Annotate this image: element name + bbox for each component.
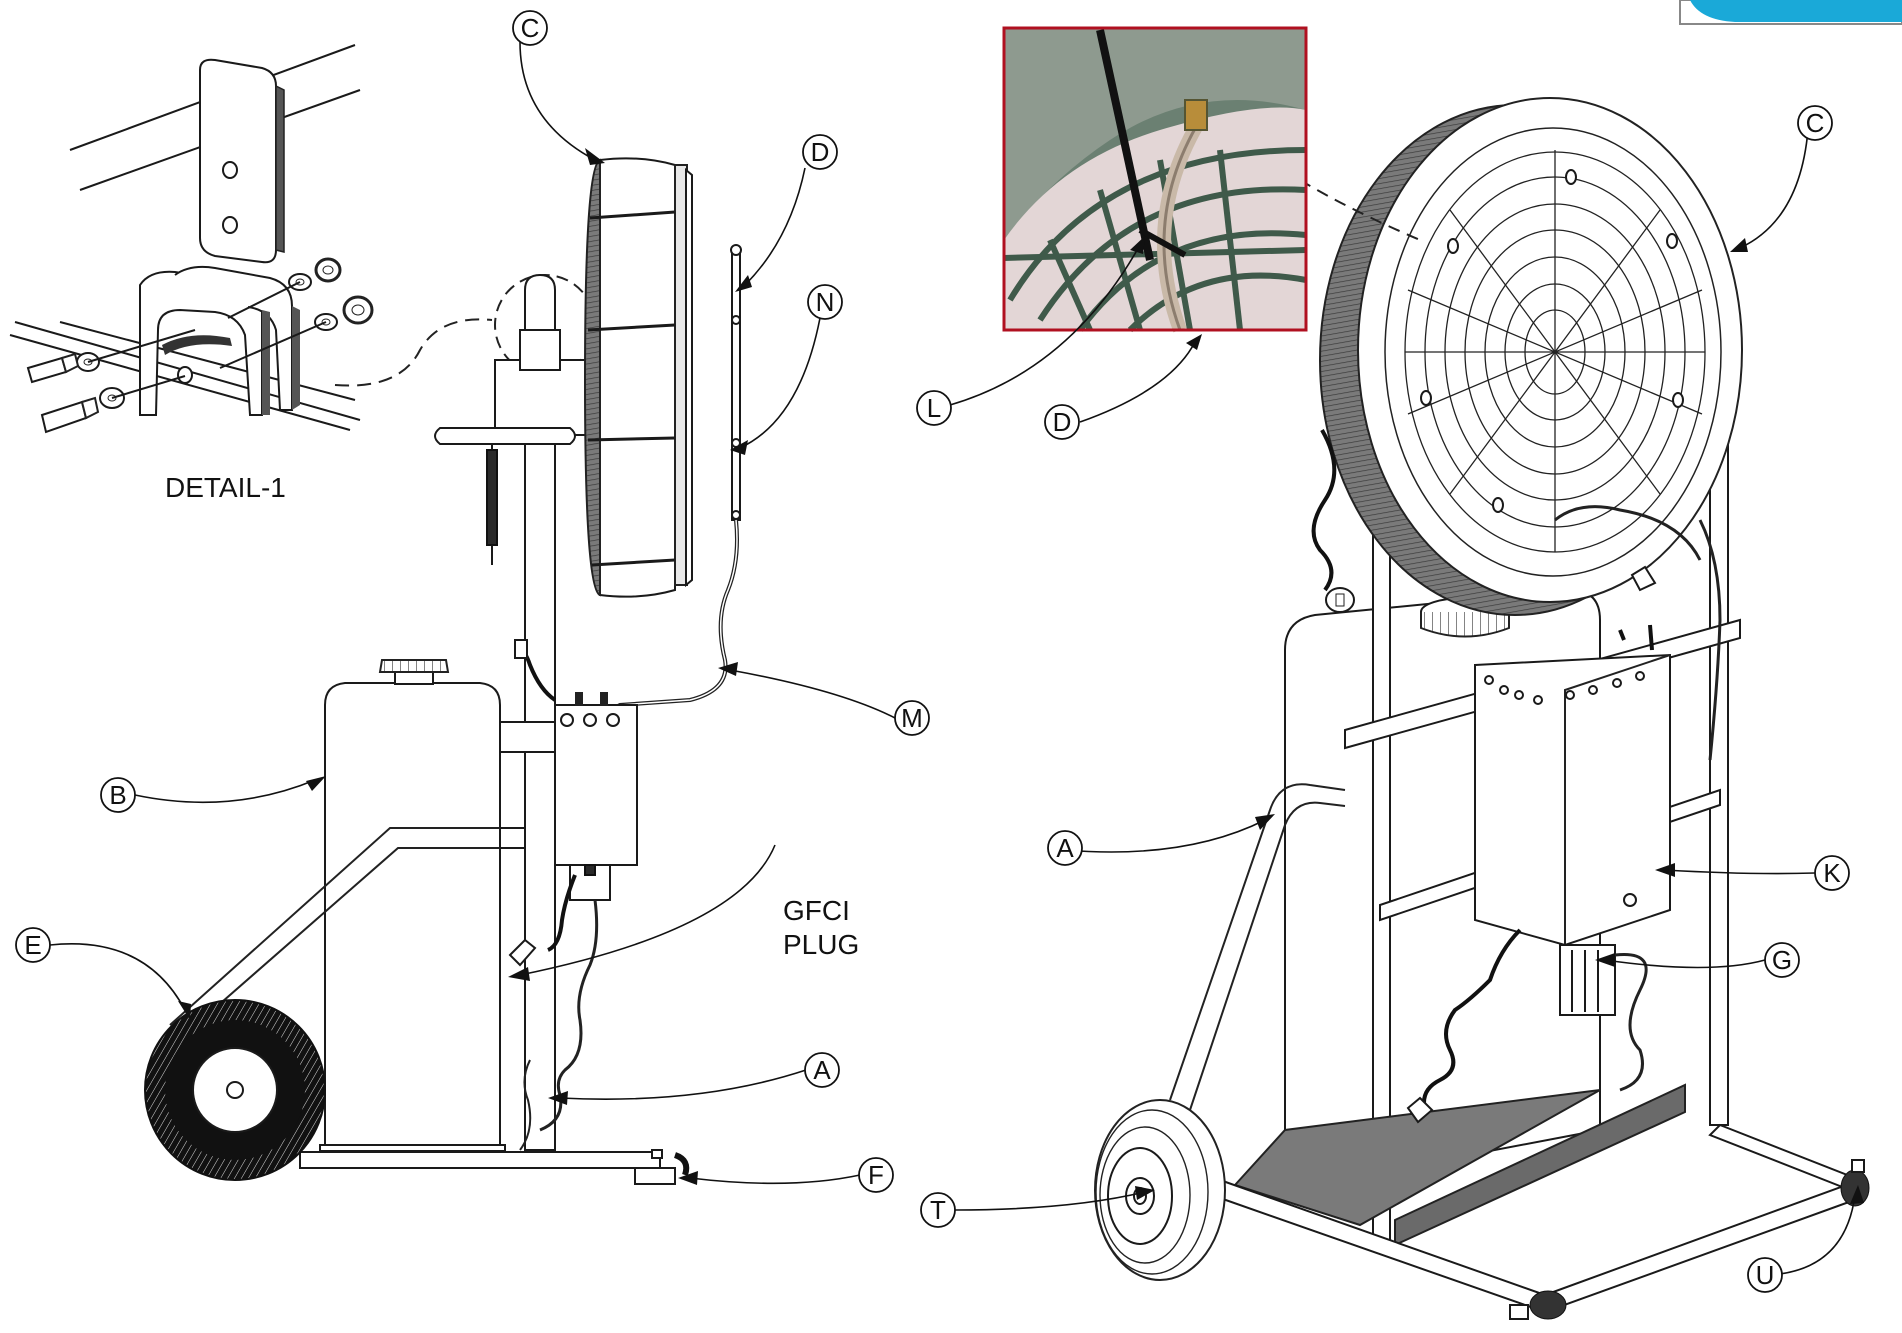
svg-text:M: M [901, 703, 923, 733]
svg-text:N: N [816, 287, 835, 317]
callout-D-right: D [1044, 404, 1080, 440]
svg-text:K: K [1823, 858, 1841, 888]
svg-text:U: U [1756, 1260, 1775, 1290]
callout-M-left: M [894, 700, 930, 736]
svg-text:T: T [930, 1195, 946, 1225]
callout-arrowheads [178, 148, 1864, 1204]
callout-E-left: E [15, 927, 51, 963]
callout-A-right: A [1047, 830, 1083, 866]
callout-U-right: U [1747, 1257, 1783, 1293]
svg-text:B: B [109, 780, 126, 810]
svg-text:D: D [811, 137, 830, 167]
gfci-label-line-2: PLUG [783, 929, 859, 960]
gfci-label-line-1: GFCI [783, 895, 850, 926]
callout-B-left: B [100, 777, 136, 813]
callout-K-right: K [1814, 855, 1850, 891]
callout-L-right: L [916, 390, 952, 426]
svg-text:L: L [927, 393, 941, 423]
svg-text:C: C [1806, 108, 1825, 138]
svg-text:G: G [1772, 945, 1792, 975]
svg-text:C: C [521, 13, 540, 43]
side-view-illustration [144, 157, 742, 1185]
inset-photo-nozzle-detail [1002, 26, 1308, 333]
callout-A-left: A [804, 1052, 840, 1088]
detail-caption: DETAIL-1 [165, 472, 286, 503]
callout-D-left: D [802, 134, 838, 170]
isometric-view-illustration [1094, 97, 1870, 1320]
callout-G-right: G [1764, 942, 1800, 978]
svg-text:D: D [1053, 407, 1072, 437]
callout-T-right: T [920, 1192, 956, 1228]
svg-text:A: A [813, 1055, 831, 1085]
logo-fragment [1679, 0, 1902, 25]
callout-leaders [49, 41, 1856, 1276]
svg-text:A: A [1056, 833, 1074, 863]
callout-C-right: C [1797, 105, 1833, 141]
svg-text:F: F [868, 1160, 884, 1190]
callout-N-left: N [807, 284, 843, 320]
svg-text:E: E [24, 930, 41, 960]
callout-C-left: C [512, 10, 548, 46]
detail-1-illustration [9, 44, 493, 434]
callout-F-left: F [858, 1157, 894, 1193]
